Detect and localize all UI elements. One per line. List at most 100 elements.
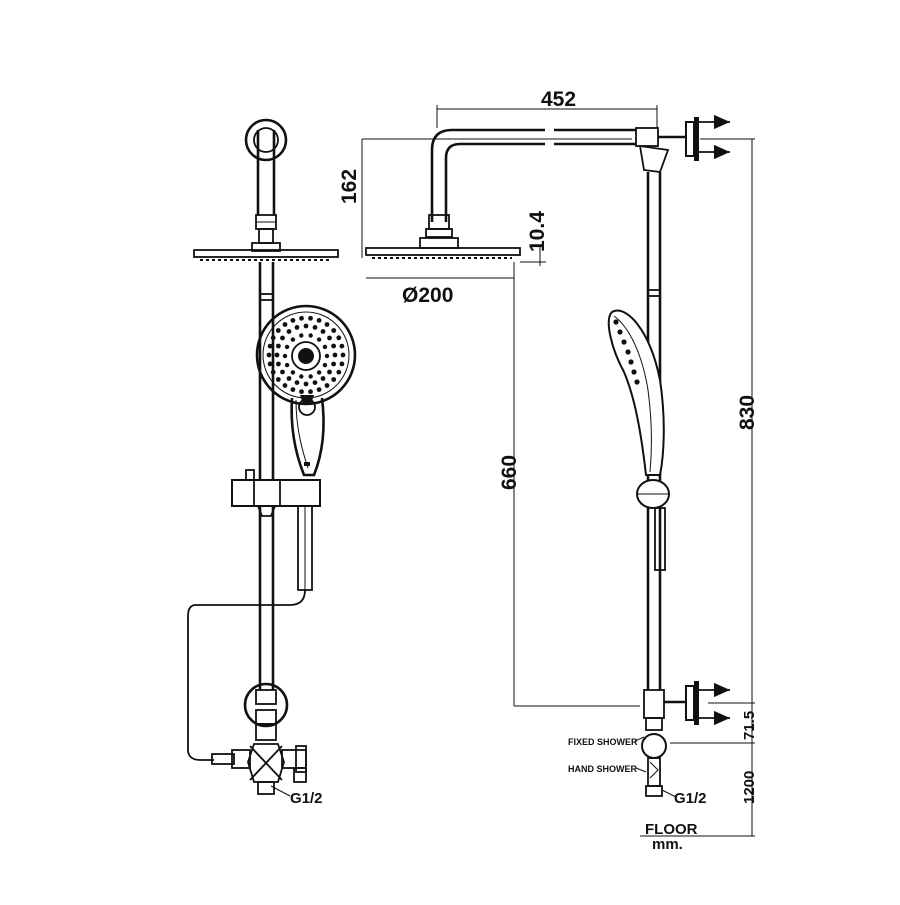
nozzle-dot [308, 333, 313, 338]
nozzle-dot [290, 370, 296, 375]
nozzle-dot [331, 377, 337, 382]
nozzle-dot [634, 379, 640, 385]
dim-162: 162 [338, 169, 361, 204]
nozzle-dot [274, 352, 280, 358]
nozzle-ring-outer [266, 315, 346, 395]
nozzle-dot [282, 353, 288, 359]
nozzle-dot [282, 383, 288, 388]
nozzle-dot [331, 361, 336, 367]
nozzle-dot [322, 344, 328, 350]
nozzle-ring-inner [282, 333, 330, 379]
dimension-lines [361, 105, 755, 837]
nozzle-dot [294, 325, 300, 330]
upper-riser-pipe [255, 130, 277, 244]
nozzle-dot [308, 374, 313, 379]
nozzle-dot [303, 323, 309, 329]
inlet-label-side: G1/2 [674, 790, 707, 807]
slider-holder-side [636, 479, 670, 571]
nozzle-dot [299, 374, 304, 379]
nozzle-dot [327, 369, 332, 375]
side-view: FIXED SHOWER HAND SHOWER G1/2 [365, 114, 730, 807]
nozzle-dot [312, 380, 318, 385]
nozzle-dot [339, 361, 345, 367]
nozzle-dot [324, 353, 330, 359]
nozzle-dot [280, 335, 285, 341]
nozzle-dot [617, 329, 623, 335]
nozzle-dot [320, 376, 326, 381]
dim-diameter-200: Ø200 [402, 284, 453, 307]
nozzle-dot [286, 329, 292, 334]
inlet-label-front: G1/2 [290, 790, 323, 807]
nozzle-dot [331, 328, 337, 333]
nozzle-dot [280, 369, 285, 375]
nozzle-dot [308, 389, 313, 395]
nozzle-dot [299, 315, 304, 321]
hand-shower-label: HAND SHOWER [568, 764, 637, 774]
nozzle-dot [316, 337, 322, 342]
nozzle-dot [324, 322, 330, 327]
nozzle-dot [299, 389, 304, 395]
nozzle-dot [327, 335, 332, 341]
rain-shower-head-front [193, 242, 339, 261]
nozzle-dot [621, 339, 627, 345]
nozzle-dot [286, 376, 292, 381]
nozzle-dot [332, 352, 338, 358]
nozzle-dot [275, 328, 281, 333]
floor-label: FLOOR [645, 821, 698, 838]
nozzle-dot [290, 318, 296, 323]
nozzle-dot [284, 344, 290, 350]
dim-71-5: 71.5 [741, 711, 758, 740]
nozzle-dot [276, 361, 281, 367]
nozzle-dot [270, 369, 276, 375]
nozzle-dot [316, 370, 322, 375]
nozzle-dot [294, 380, 300, 385]
front-view: G1/2 [187, 118, 357, 807]
nozzle-dot [339, 343, 345, 349]
nozzle-dot [631, 369, 637, 375]
nozzle-dot [267, 361, 273, 367]
hand-shower-side [607, 309, 665, 476]
nozzle-dot [625, 349, 631, 355]
top-connector-side [635, 114, 730, 173]
nozzle-dot [336, 335, 342, 341]
nozzle-dot [282, 322, 288, 327]
nozzle-dot [316, 318, 322, 323]
nozzle-dot [299, 333, 304, 338]
fixed-shower-label: FIXED SHOWER [568, 737, 638, 747]
nozzle-dot [340, 352, 346, 358]
nozzle-row-side [613, 319, 640, 385]
nozzle-dot [284, 362, 290, 368]
nozzle-dot [290, 337, 296, 342]
top-wall-bracket [244, 118, 288, 162]
sliding-rail-front [258, 262, 275, 690]
nozzle-dot [322, 362, 328, 368]
nozzle-dot [312, 325, 318, 330]
hose-front [187, 589, 306, 761]
nozzle-dot [628, 359, 634, 365]
nozzle-dot [331, 343, 336, 349]
nozzle-dot [308, 315, 313, 321]
unit-label: mm. [652, 836, 683, 853]
dim-1200: 1200 [741, 771, 758, 804]
nozzle-dot [275, 377, 281, 382]
nozzle-dot [303, 381, 309, 387]
shower-arm-side [425, 128, 636, 238]
hand-shower-front [255, 304, 357, 477]
nozzle-dot [266, 352, 272, 358]
nozzle-dot [316, 387, 322, 392]
nozzle-dot [613, 319, 619, 325]
nozzle-dot [276, 343, 281, 349]
bottom-wall-bracket [243, 682, 289, 728]
nozzle-dot [290, 387, 296, 392]
bottom-connector-side [641, 681, 730, 798]
nozzle-dot [270, 335, 276, 341]
slider-holder-front [231, 469, 321, 591]
dim-830: 830 [736, 395, 759, 430]
dim-452: 452 [541, 88, 576, 111]
nozzle-dot [336, 369, 342, 375]
diverter-valve-front [211, 723, 307, 797]
nozzle-dot [267, 343, 273, 349]
rain-shower-head-side [365, 237, 521, 259]
dim-660: 660 [498, 455, 521, 490]
